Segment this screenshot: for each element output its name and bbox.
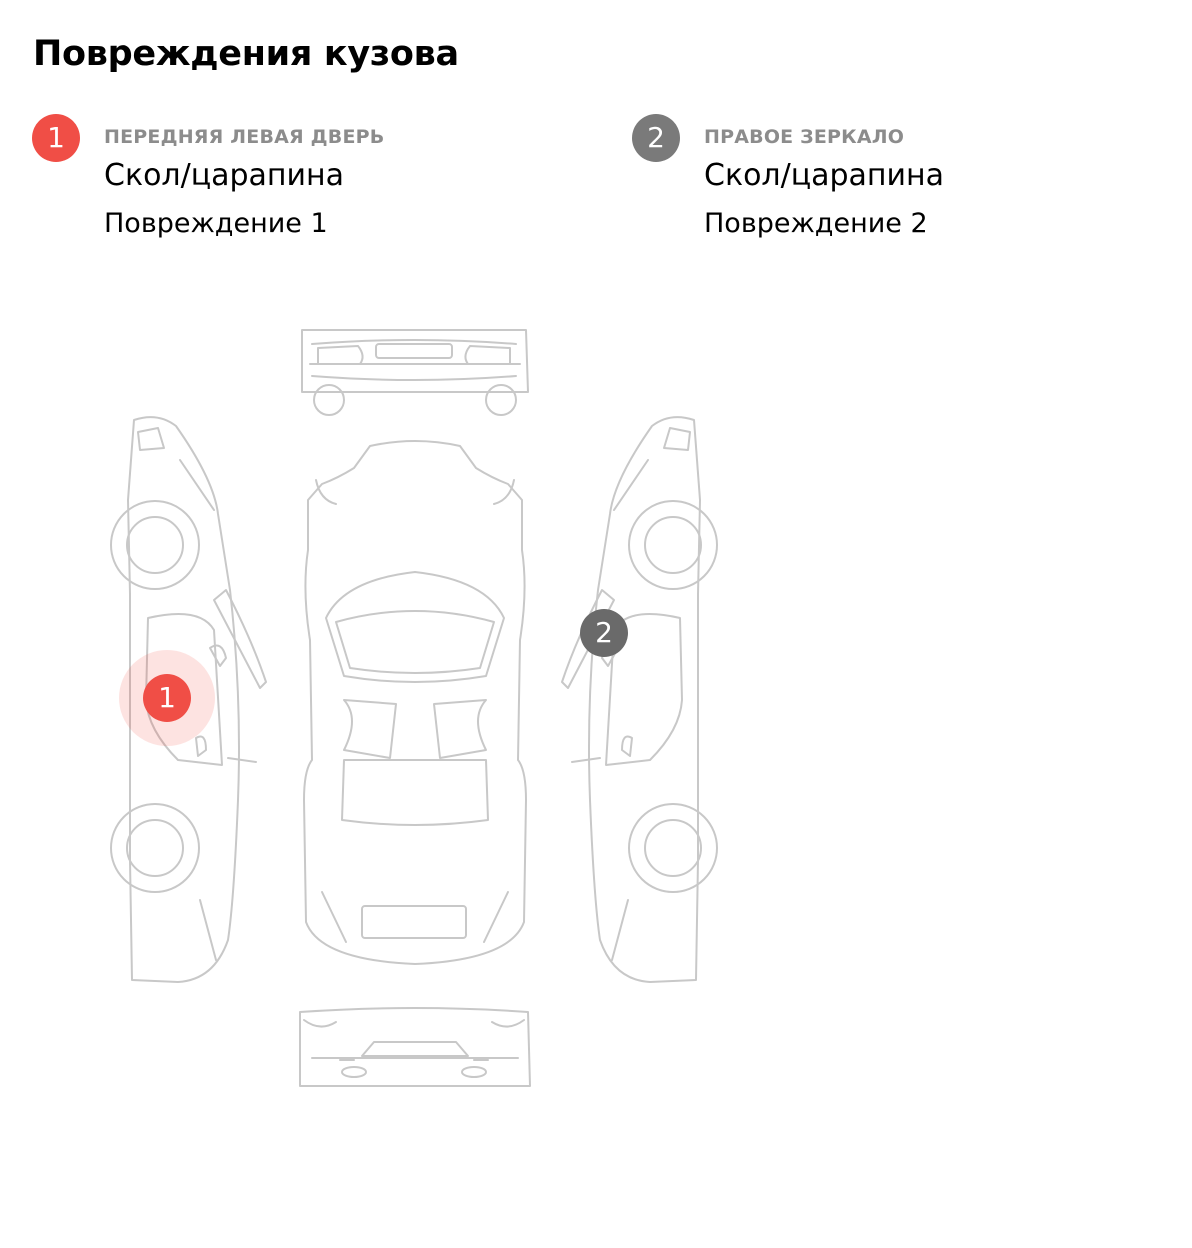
damage-card-2[interactable]: 2 ПРАВОЕ ЗЕРКАЛО Скол/царапина Поврежден…	[632, 112, 1192, 252]
page-title: Повреждения кузова	[33, 34, 459, 74]
damage-number-badge: 2	[632, 114, 680, 162]
damage-number-badge: 1	[32, 114, 80, 162]
damage-location: ПРАВОЕ ЗЕРКАЛО	[704, 126, 905, 148]
damage-type: Скол/царапина	[104, 158, 345, 193]
car-body-scheme: 1 2	[0, 300, 828, 1120]
car-top-view	[303, 440, 527, 965]
car-right-side-view	[561, 416, 718, 983]
damage-name: Повреждение 1	[104, 208, 328, 239]
damage-marker-2[interactable]: 2	[580, 609, 628, 657]
car-rear-view	[299, 1007, 531, 1087]
car-left-side-view	[110, 416, 267, 983]
damage-card-1[interactable]: 1 ПЕРЕДНЯЯ ЛЕВАЯ ДВЕРЬ Скол/царапина Пов…	[32, 112, 592, 252]
damage-type: Скол/царапина	[704, 158, 945, 193]
damage-marker-1[interactable]: 1	[143, 674, 191, 722]
damage-list-carousel[interactable]: 1 ПЕРЕДНЯЯ ЛЕВАЯ ДВЕРЬ Скол/царапина Пов…	[0, 112, 944, 252]
damage-name: Повреждение 2	[704, 208, 928, 239]
damage-location: ПЕРЕДНЯЯ ЛЕВАЯ ДВЕРЬ	[104, 126, 385, 148]
car-front-view	[301, 329, 529, 416]
